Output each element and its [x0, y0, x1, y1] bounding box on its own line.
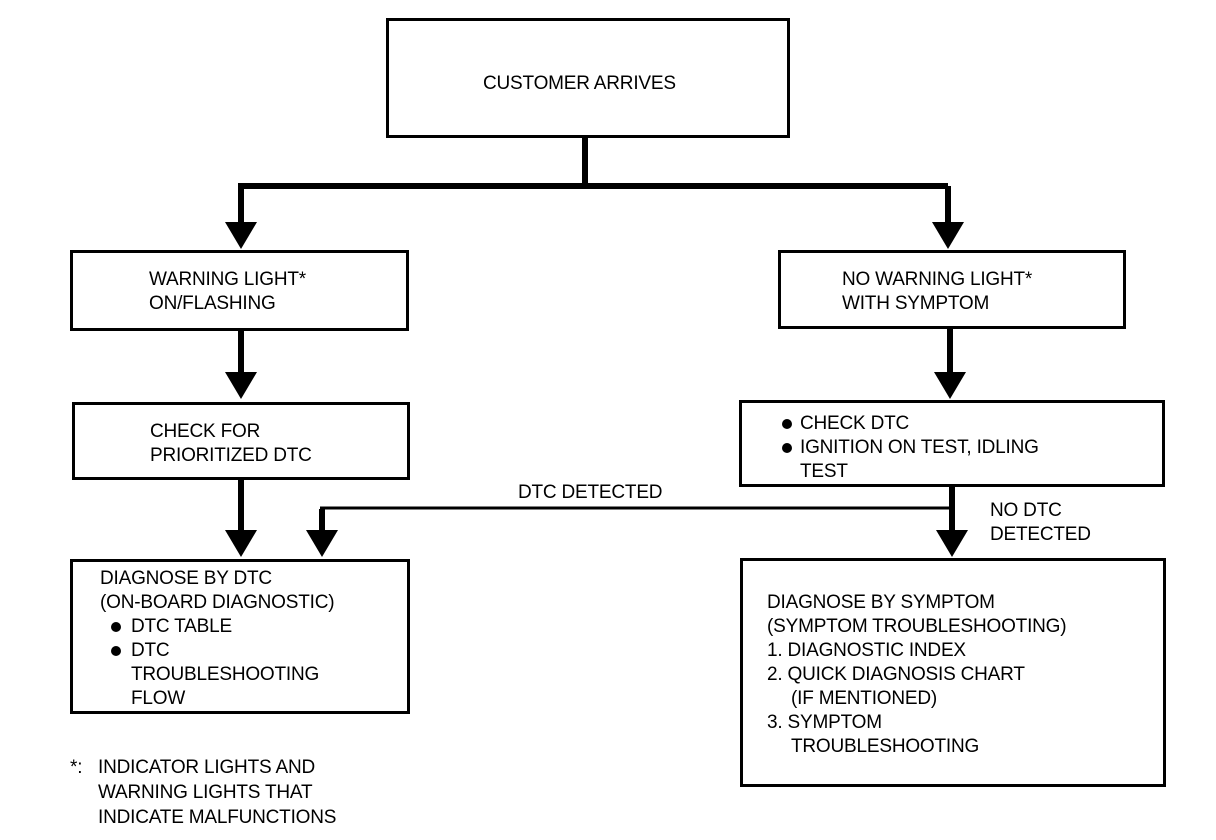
bullet-icon: [111, 622, 121, 632]
arrowhead-warning-check: [225, 372, 257, 399]
warning-light-line-1: WARNING LIGHT*: [149, 269, 306, 290]
footnote-marker: *:: [70, 757, 83, 778]
diagnose-symptom-title-1: DIAGNOSE BY SYMPTOM: [767, 592, 995, 613]
footnote-line-1: INDICATOR LIGHTS AND: [98, 757, 315, 778]
diagnose-by-dtc-box: DIAGNOSE BY DTC (ON-BOARD DIAGNOSTIC) DT…: [70, 559, 410, 714]
diagnose-symptom-title-2: (SYMPTOM TROUBLESHOOTING): [767, 616, 1067, 637]
diagnose-dtc-item-3: TROUBLESHOOTING: [131, 664, 320, 685]
diagnose-symptom-item-3: (IF MENTIONED): [791, 688, 938, 709]
footnote-line-3: INDICATE MALFUNCTIONS: [98, 807, 337, 828]
bullet-icon: [782, 443, 792, 453]
diagnose-dtc-item-2: DTC: [131, 640, 170, 661]
diagnose-dtc-item-4: FLOW: [131, 688, 186, 709]
no-warning-light-line-1: NO WARNING LIGHT*: [842, 269, 1033, 290]
no-warning-light-box: NO WARNING LIGHT* WITH SYMPTOM: [778, 250, 1126, 329]
check-dtc-item-1: CHECK DTC: [800, 413, 910, 434]
diagnose-symptom-item-5: TROUBLESHOOTING: [791, 736, 980, 757]
warning-light-line-2: ON/FLASHING: [149, 293, 276, 314]
no-warning-light-line-2: WITH SYMPTOM: [842, 293, 990, 314]
customer-arrives-text: CUSTOMER ARRIVES: [483, 73, 676, 94]
arrowhead-diagnose-symptom: [936, 530, 968, 557]
bullet-icon: [782, 419, 792, 429]
arrowhead-diagnose-dtc: [225, 530, 257, 557]
footnote: *: INDICATOR LIGHTS AND WARNING LIGHTS T…: [70, 756, 430, 836]
arrowhead-left-branch: [225, 222, 257, 249]
diagnose-symptom-item-2: 2. QUICK DIAGNOSIS CHART: [767, 664, 1025, 685]
arrowhead-dtc-detected: [306, 530, 338, 557]
no-dtc-detected-label-1: NO DTC: [990, 500, 1062, 521]
check-dtc-box: CHECK DTC IGNITION ON TEST, IDLING TEST: [739, 400, 1165, 487]
check-prioritized-line-2: PRIORITIZED DTC: [150, 445, 312, 466]
check-dtc-item-2: IGNITION ON TEST, IDLING: [800, 437, 1039, 458]
footnote-line-2: WARNING LIGHTS THAT: [98, 782, 313, 803]
customer-arrives-box: CUSTOMER ARRIVES: [386, 18, 790, 138]
check-dtc-item-3: TEST: [800, 461, 848, 482]
diagnose-symptom-item-4: 3. SYMPTOM: [767, 712, 882, 733]
check-prioritized-line-1: CHECK FOR: [150, 421, 261, 442]
diagnose-by-symptom-box: DIAGNOSE BY SYMPTOM (SYMPTOM TROUBLESHOO…: [740, 558, 1166, 787]
bullet-icon: [111, 646, 121, 656]
check-prioritized-dtc-box: CHECK FOR PRIORITIZED DTC: [72, 402, 410, 480]
diagnose-dtc-item-1: DTC TABLE: [131, 616, 232, 637]
no-dtc-detected-label-2: DETECTED: [990, 524, 1091, 545]
dtc-detected-label: DTC DETECTED: [518, 482, 663, 503]
diagnose-symptom-item-1: 1. DIAGNOSTIC INDEX: [767, 640, 966, 661]
arrowhead-right-branch: [932, 222, 964, 249]
warning-light-box: WARNING LIGHT* ON/FLASHING: [70, 250, 409, 331]
arrowhead-nowarning-check: [934, 372, 966, 399]
diagnose-dtc-title-1: DIAGNOSE BY DTC: [100, 568, 272, 589]
diagnose-dtc-title-2: (ON-BOARD DIAGNOSTIC): [100, 592, 335, 613]
